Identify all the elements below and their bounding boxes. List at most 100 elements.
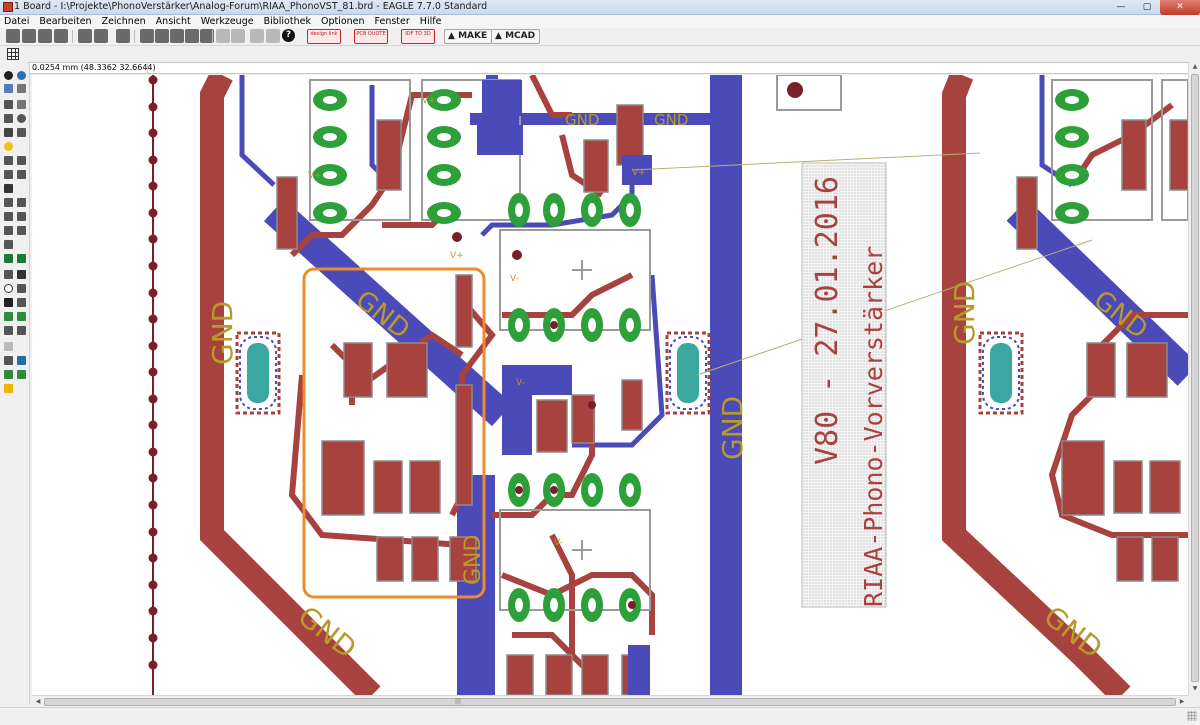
cam-icon[interactable]	[54, 29, 68, 43]
silk-board-title: RIAA-Phono-Vorverstärker	[859, 246, 888, 607]
add-tool-icon[interactable]	[17, 156, 26, 165]
zoom-in-icon[interactable]	[155, 29, 169, 43]
eagle-app-icon[interactable]	[3, 2, 13, 12]
circle-tool-icon[interactable]	[4, 284, 13, 293]
delete-tool-icon[interactable]	[4, 156, 13, 165]
script-icon[interactable]	[78, 29, 92, 43]
menu-hilfe[interactable]: Hilfe	[419, 16, 442, 27]
ripup-tool-icon[interactable]	[17, 254, 26, 263]
component-outlines	[309, 75, 1188, 611]
mcad-button[interactable]: ▲ MCAD	[491, 29, 541, 44]
pcb-layout[interactable]: V80 - 27.01.2016 RIAA-Phono-Vorverstärke…	[32, 75, 1188, 695]
help-icon[interactable]: ?	[282, 29, 295, 42]
meander-tool-icon[interactable]	[17, 226, 26, 235]
menu-fenster[interactable]: Fenster	[374, 16, 410, 27]
command-line-input[interactable]	[147, 63, 1197, 73]
redo-icon[interactable]	[231, 29, 245, 43]
scroll-down-icon[interactable]: ▼	[1192, 685, 1198, 692]
menu-werkzeuge[interactable]: Werkzeuge	[200, 16, 254, 27]
ulp-icon[interactable]	[94, 29, 108, 43]
menu-bibliothek[interactable]: Bibliothek	[263, 16, 311, 27]
via-tool-icon[interactable]	[4, 312, 13, 321]
zoom-fit-icon[interactable]	[140, 29, 154, 43]
save-icon[interactable]	[22, 29, 36, 43]
resize-grip-icon[interactable]	[1187, 711, 1197, 721]
change-tool-icon[interactable]	[17, 128, 26, 137]
mirror-tool-icon[interactable]	[4, 114, 13, 123]
info-tool-icon[interactable]	[4, 71, 13, 80]
ratsnest-tool-icon[interactable]	[4, 356, 13, 365]
airwires	[631, 152, 1093, 376]
replace-tool-icon[interactable]	[17, 170, 26, 179]
scroll-left-icon[interactable]: ◀	[35, 698, 41, 705]
menu-optionen[interactable]: Optionen	[320, 16, 365, 27]
mark-tool-icon[interactable]	[17, 84, 26, 93]
make-label: MAKE	[458, 31, 488, 41]
gnd-trace-left	[200, 75, 381, 695]
optimize-tool-icon[interactable]	[4, 226, 13, 235]
net-labels: V+ V+ V+ V+ V- V- V-	[308, 96, 646, 548]
wave-tool-icon[interactable]	[4, 240, 13, 249]
go-icon[interactable]	[266, 29, 280, 43]
erc-tool-icon[interactable]	[17, 370, 26, 379]
wire-tool-icon[interactable]	[4, 270, 13, 279]
menu-ansicht[interactable]: Ansicht	[155, 16, 191, 27]
menu-bearbeiten[interactable]: Bearbeiten	[39, 16, 92, 27]
mcad-label: MCAD	[505, 31, 536, 41]
minimize-button[interactable]: —	[1116, 2, 1126, 12]
coordinate-readout: 0.0254 mm (48.3362 32.6644)	[32, 63, 156, 72]
gnd-label-8: GND	[461, 535, 486, 585]
show-tool-icon[interactable]	[17, 71, 26, 80]
vertical-scroll-thumb[interactable]	[1191, 74, 1199, 682]
arc-tool-icon[interactable]	[17, 284, 26, 293]
display-layers-icon[interactable]	[4, 84, 13, 93]
drc-tool-icon[interactable]	[4, 370, 13, 379]
pcb-quote-button[interactable]: PCB QUOTE	[354, 29, 388, 44]
route-tool-icon[interactable]	[4, 254, 13, 263]
close-button[interactable]: ✕	[1160, 0, 1200, 15]
group-tool-icon[interactable]	[4, 128, 13, 137]
maximize-button[interactable]: ▢	[1142, 2, 1152, 12]
polygon-tool-icon[interactable]	[17, 298, 26, 307]
pinswap-tool-icon[interactable]	[4, 170, 13, 179]
hole-tool-icon[interactable]	[4, 326, 13, 335]
undo-icon[interactable]	[216, 29, 230, 43]
split-tool-icon[interactable]	[4, 212, 13, 221]
errors-tool-icon[interactable]	[4, 384, 13, 393]
horizontal-scrollbar[interactable]: ◀ ||| ▶	[32, 695, 1188, 707]
design-link-button[interactable]: design link	[307, 29, 341, 44]
rect-tool-icon[interactable]	[4, 298, 13, 307]
copy-tool-icon[interactable]	[17, 100, 26, 109]
print-icon[interactable]	[38, 29, 52, 43]
open-icon[interactable]	[6, 29, 20, 43]
redraw-icon[interactable]	[185, 29, 199, 43]
menu-datei[interactable]: Datei	[4, 16, 30, 27]
zoom-select-icon[interactable]	[200, 29, 214, 43]
value-tool-icon[interactable]	[17, 198, 26, 207]
miter-tool-icon[interactable]	[17, 212, 26, 221]
scroll-right-icon[interactable]: ▶	[1179, 698, 1185, 705]
mounting-hole-right	[978, 331, 1024, 415]
lock-tool-icon[interactable]	[4, 184, 13, 193]
board-canvas[interactable]: V80 - 27.01.2016 RIAA-Phono-Vorverstärke…	[32, 75, 1188, 695]
attribute-tool-icon[interactable]	[17, 326, 26, 335]
menu-zeichnen[interactable]: Zeichnen	[101, 16, 146, 27]
make-button[interactable]: ▲ MAKE	[444, 29, 493, 44]
rotate-tool-icon[interactable]	[17, 114, 26, 123]
zoom-out-icon[interactable]	[170, 29, 184, 43]
grid-icon[interactable]	[7, 48, 19, 60]
autorouter-tool-icon[interactable]	[17, 356, 26, 365]
smash-tool-icon[interactable]	[4, 198, 13, 207]
schematic-icon[interactable]	[116, 29, 130, 43]
move-tool-icon[interactable]	[4, 100, 13, 109]
signal-tool-icon[interactable]	[17, 312, 26, 321]
horizontal-scroll-thumb[interactable]: |||	[44, 698, 1176, 706]
dimension-dots	[148, 75, 158, 670]
text-tool-icon[interactable]	[17, 270, 26, 279]
vertical-scrollbar[interactable]: ▲ ▼	[1188, 62, 1200, 695]
dimension-tool-icon[interactable]	[4, 342, 13, 351]
paste-tool-icon[interactable]	[4, 142, 13, 151]
scroll-up-icon[interactable]: ▲	[1192, 63, 1198, 70]
stop-icon[interactable]	[250, 29, 264, 43]
idf-to-3d-button[interactable]: IDF TO 3D	[401, 29, 435, 44]
